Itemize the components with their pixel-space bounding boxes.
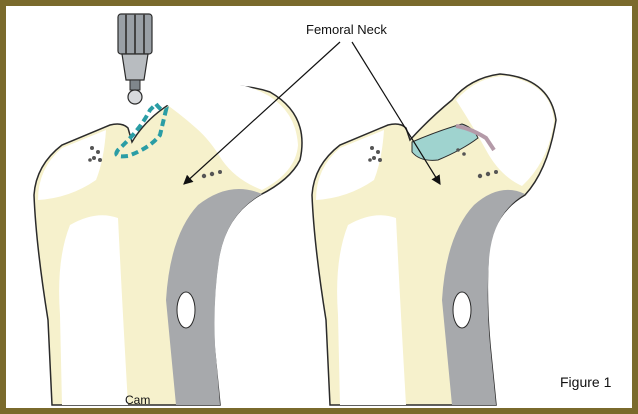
right-lesser-trochanter-hole bbox=[453, 292, 471, 328]
left-lesser-trochanter-hole bbox=[177, 292, 195, 328]
left-medullary-canal bbox=[59, 215, 128, 405]
figure-label: Figure 1 bbox=[560, 374, 611, 390]
femoral-neck-label: Femoral Neck bbox=[306, 22, 387, 37]
left-femur bbox=[34, 14, 302, 405]
cam-label: Cam bbox=[125, 393, 150, 407]
right-femur bbox=[312, 74, 556, 405]
right-medullary-canal bbox=[337, 215, 406, 405]
bone-burr-tool-icon bbox=[118, 14, 152, 104]
